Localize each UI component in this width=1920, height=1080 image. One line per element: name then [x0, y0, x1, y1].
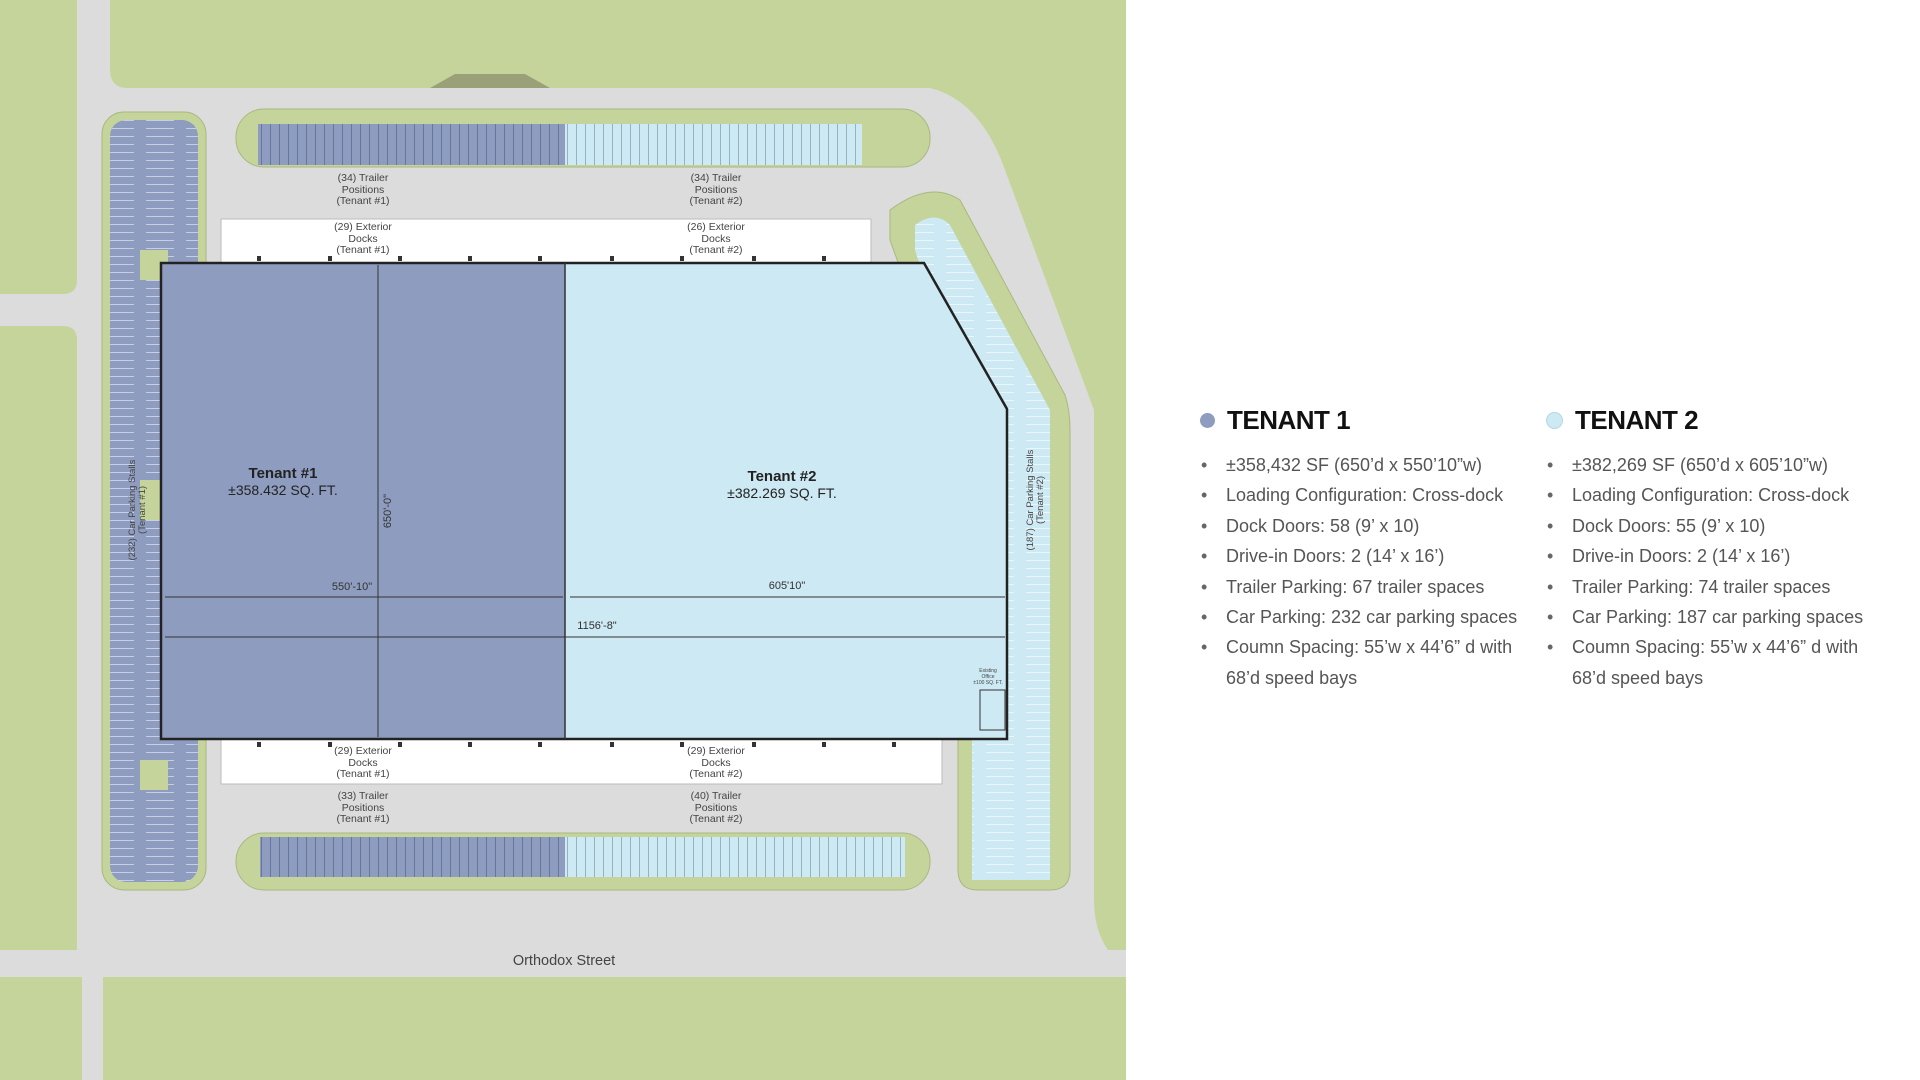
top-trailer-stalls-tenant1	[258, 124, 565, 165]
street-label: Orthodox Street	[512, 953, 616, 969]
tenant1-color-dot	[1200, 413, 1215, 428]
legend-item: Car Parking: 187 car parking spaces	[1547, 602, 1872, 633]
grass-areas	[0, 0, 1126, 1080]
legend-item: Drive-in Doors: 2 (14’ x 16’)	[1547, 541, 1872, 572]
top-dock-apron	[220, 218, 872, 264]
legend-item: ±382,269 SF (650’d x 605’10”w)	[1547, 450, 1872, 481]
legend-item: Coumn Spacing: 55’w x 44’6” d with 68’d …	[1547, 632, 1872, 693]
bottom-trailer-stalls-tenant1	[260, 837, 565, 877]
building-outline	[159, 261, 1009, 741]
legend-item: Coumn Spacing: 55’w x 44’6” d with 68’d …	[1201, 632, 1526, 693]
dock-markers	[257, 256, 896, 747]
legend-item: Loading Configuration: Cross-dock	[1201, 480, 1526, 511]
legend-item: Dock Doors: 58 (9’ x 10)	[1201, 511, 1526, 542]
legend-item: Loading Configuration: Cross-dock	[1547, 480, 1872, 511]
tenant1-space	[161, 263, 565, 739]
legend-title: TENANT 1	[1227, 405, 1351, 435]
legend-item: ±358,432 SF (650’d x 550’10”w)	[1201, 450, 1526, 481]
bottom-dock-apron	[220, 738, 943, 785]
bottom-trailer-stalls-tenant2	[565, 837, 905, 877]
legend-tenant2: TENANT 2 ±382,269 SF (650’d x 605’10”w) …	[1546, 405, 1872, 693]
hatched-area	[430, 74, 550, 88]
legend-tenant1: TENANT 1 ±358,432 SF (650’d x 550’10”w) …	[1200, 405, 1526, 693]
top-trailer-stalls-tenant2	[565, 124, 862, 165]
legend-item: Car Parking: 232 car parking spaces	[1201, 602, 1526, 633]
tenant2-map-label: Tenant #2±382.269 SQ. FT.	[727, 468, 837, 501]
site-plan-map	[0, 0, 1126, 1080]
total-width-dimension: 1156'-8"	[577, 620, 617, 632]
office-outline	[979, 689, 1006, 731]
legend-item: Trailer Parking: 74 trailer spaces	[1547, 572, 1872, 603]
dimension-lines	[165, 265, 1005, 737]
tenant2-space	[565, 263, 1007, 739]
legend-item: Drive-in Doors: 2 (14’ x 16’)	[1201, 541, 1526, 572]
legend-item: Trailer Parking: 67 trailer spaces	[1201, 572, 1526, 603]
right-parking-label: (187) Car Parking Stalls(Tenant #2)	[1025, 449, 1046, 551]
legend-title: TENANT 2	[1575, 405, 1699, 435]
legend-item: Dock Doors: 55 (9’ x 10)	[1547, 511, 1872, 542]
left-parking-label: (232) Car Parking Stalls(Tenant #1)	[127, 459, 148, 561]
depth-dimension: 650'-0"	[382, 493, 395, 529]
tenant2-color-dot	[1546, 412, 1563, 429]
tenant1-width-dimension: 550'-10"	[331, 581, 373, 593]
tenant1-map-label: Tenant #1±358.432 SQ. FT.	[228, 465, 338, 498]
tenant2-width-dimension: 605'10"	[768, 580, 806, 592]
